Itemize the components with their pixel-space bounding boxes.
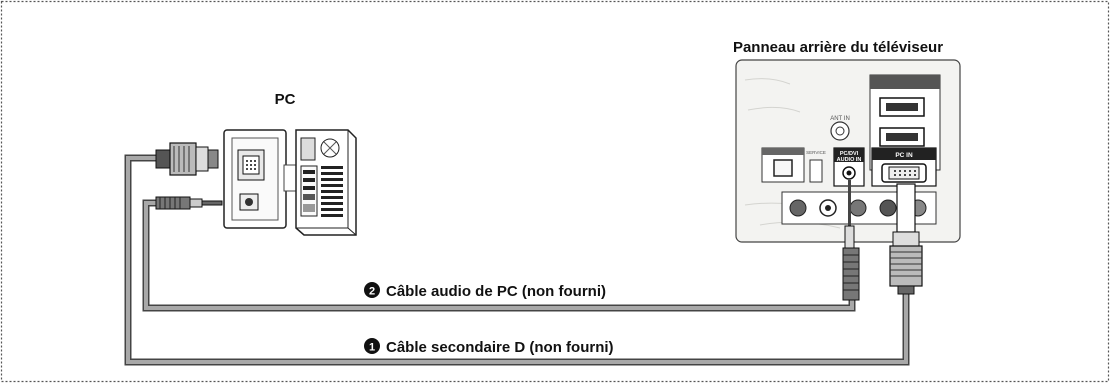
pc-in-label: PC IN [895, 152, 913, 159]
pc-tower [295, 129, 357, 236]
pc-title: PC [275, 91, 296, 108]
cable-audio-label: 2 Câble audio de PC (non fourni) [364, 282, 606, 300]
av-port-1 [789, 199, 807, 217]
cable-audio-marker: 2 [369, 286, 375, 298]
av-port-4 [879, 199, 897, 217]
dsub-plug-pc [155, 142, 219, 176]
av-port-3 [849, 199, 867, 217]
cable-dsub-marker: 1 [369, 342, 375, 354]
audio-plug-pc [155, 196, 223, 210]
audio-plug-tv [842, 180, 860, 301]
cable-dsub [124, 154, 910, 366]
cable-audio [142, 199, 856, 312]
service-label: SERVICE [806, 150, 826, 155]
ant-in-label: ANT IN [830, 116, 850, 122]
tv-rear-panel-title: Panneau arrière du téléviseur [733, 39, 943, 56]
cable-audio-text: Câble audio de PC (non fourni) [386, 283, 606, 300]
pc-dvi-audio-in-label-2: AUDIO IN [837, 157, 862, 163]
cable-dsub-label: 1 Câble secondaire D (non fourni) [364, 338, 614, 356]
cable-dsub-text: Câble secondaire D (non fourni) [386, 339, 614, 356]
pc-port-panel [223, 129, 287, 229]
dsub-plug-tv [889, 183, 923, 295]
pc-dvi-audio-in-label-1: PC/DVI [840, 151, 859, 157]
